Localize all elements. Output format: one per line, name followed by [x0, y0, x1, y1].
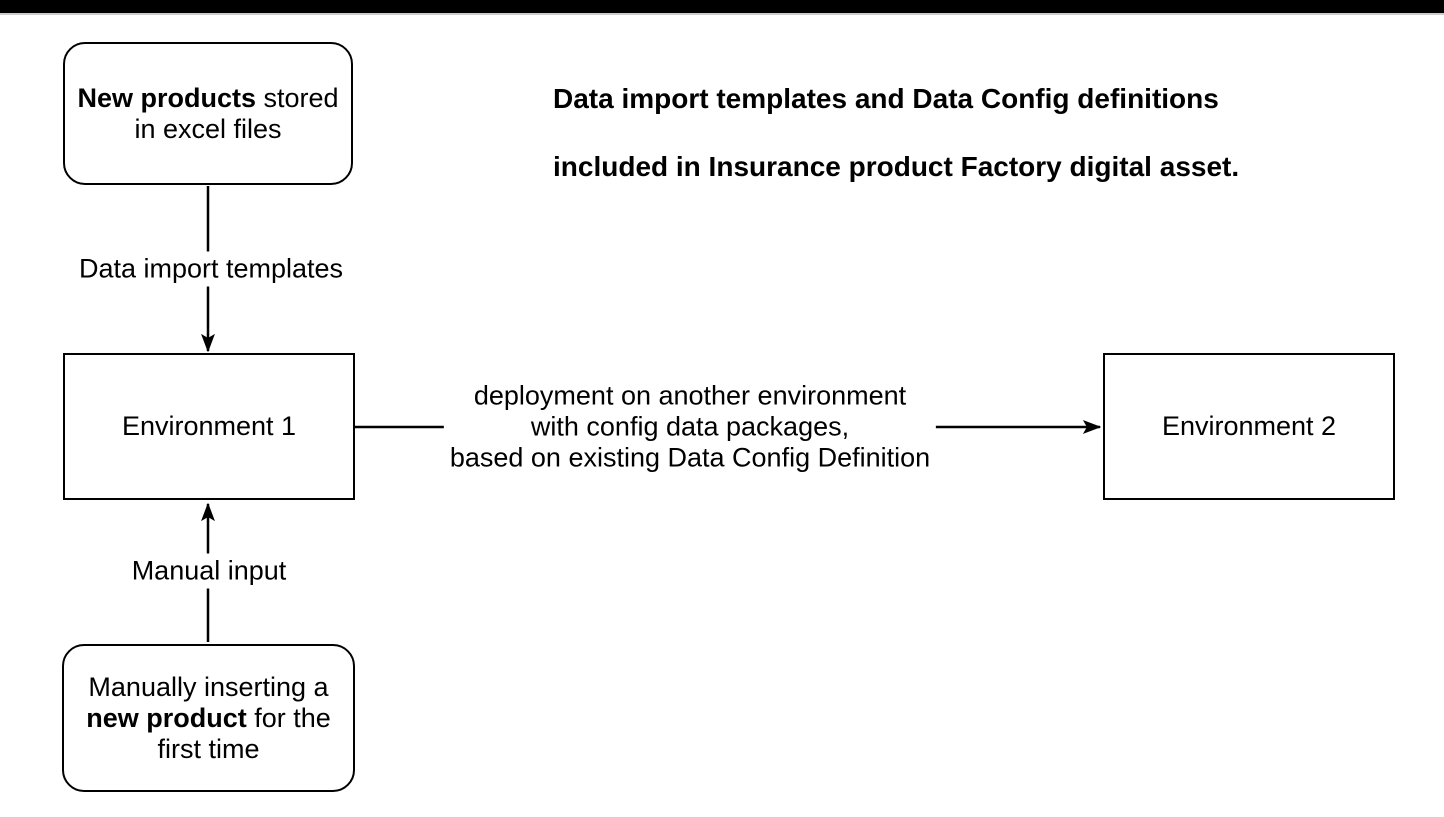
node-manual-insert-rest-text: for the — [246, 702, 331, 733]
node-manual-insert: Manually inserting a new product for the… — [62, 644, 355, 792]
node-new-products-line-2: in excel files — [134, 113, 282, 144]
node-manual-insert-line-2: new product for the — [86, 703, 331, 734]
top-bar — [0, 0, 1444, 15]
label-deployment: deployment on another environment with c… — [443, 378, 937, 476]
heading-line-2: included in Insurance product Factory di… — [553, 151, 1240, 182]
heading-line-1: Data import templates and Data Config de… — [553, 83, 1219, 114]
node-environment-1: Environment 1 — [63, 353, 355, 500]
node-environment-2: Environment 2 — [1103, 353, 1395, 500]
node-manual-insert-line-1: Manually inserting a — [88, 671, 329, 702]
label-deployment-line-3: based on existing Data Config Definition — [449, 442, 931, 473]
node-new-products-rest-text: stored — [255, 82, 339, 113]
node-environment-1-label: Environment 1 — [121, 411, 297, 441]
node-manual-insert-bold-text: new product — [86, 702, 247, 733]
node-new-products-bold-text: New products — [77, 82, 256, 113]
node-environment-2-label: Environment 2 — [1161, 411, 1337, 441]
node-new-products-line-1: New products stored — [77, 83, 338, 114]
heading: Data import templates and Data Config de… — [553, 82, 1239, 183]
node-new-products: New products stored in excel files — [63, 42, 353, 185]
label-deployment-line-2: with config data packages, — [530, 411, 850, 442]
label-deployment-line-1: deployment on another environment — [473, 380, 907, 411]
label-data-import-templates: Data import templates — [72, 251, 350, 287]
label-manual-input: Manual input — [125, 553, 293, 589]
node-manual-insert-line-3: first time — [157, 733, 260, 764]
